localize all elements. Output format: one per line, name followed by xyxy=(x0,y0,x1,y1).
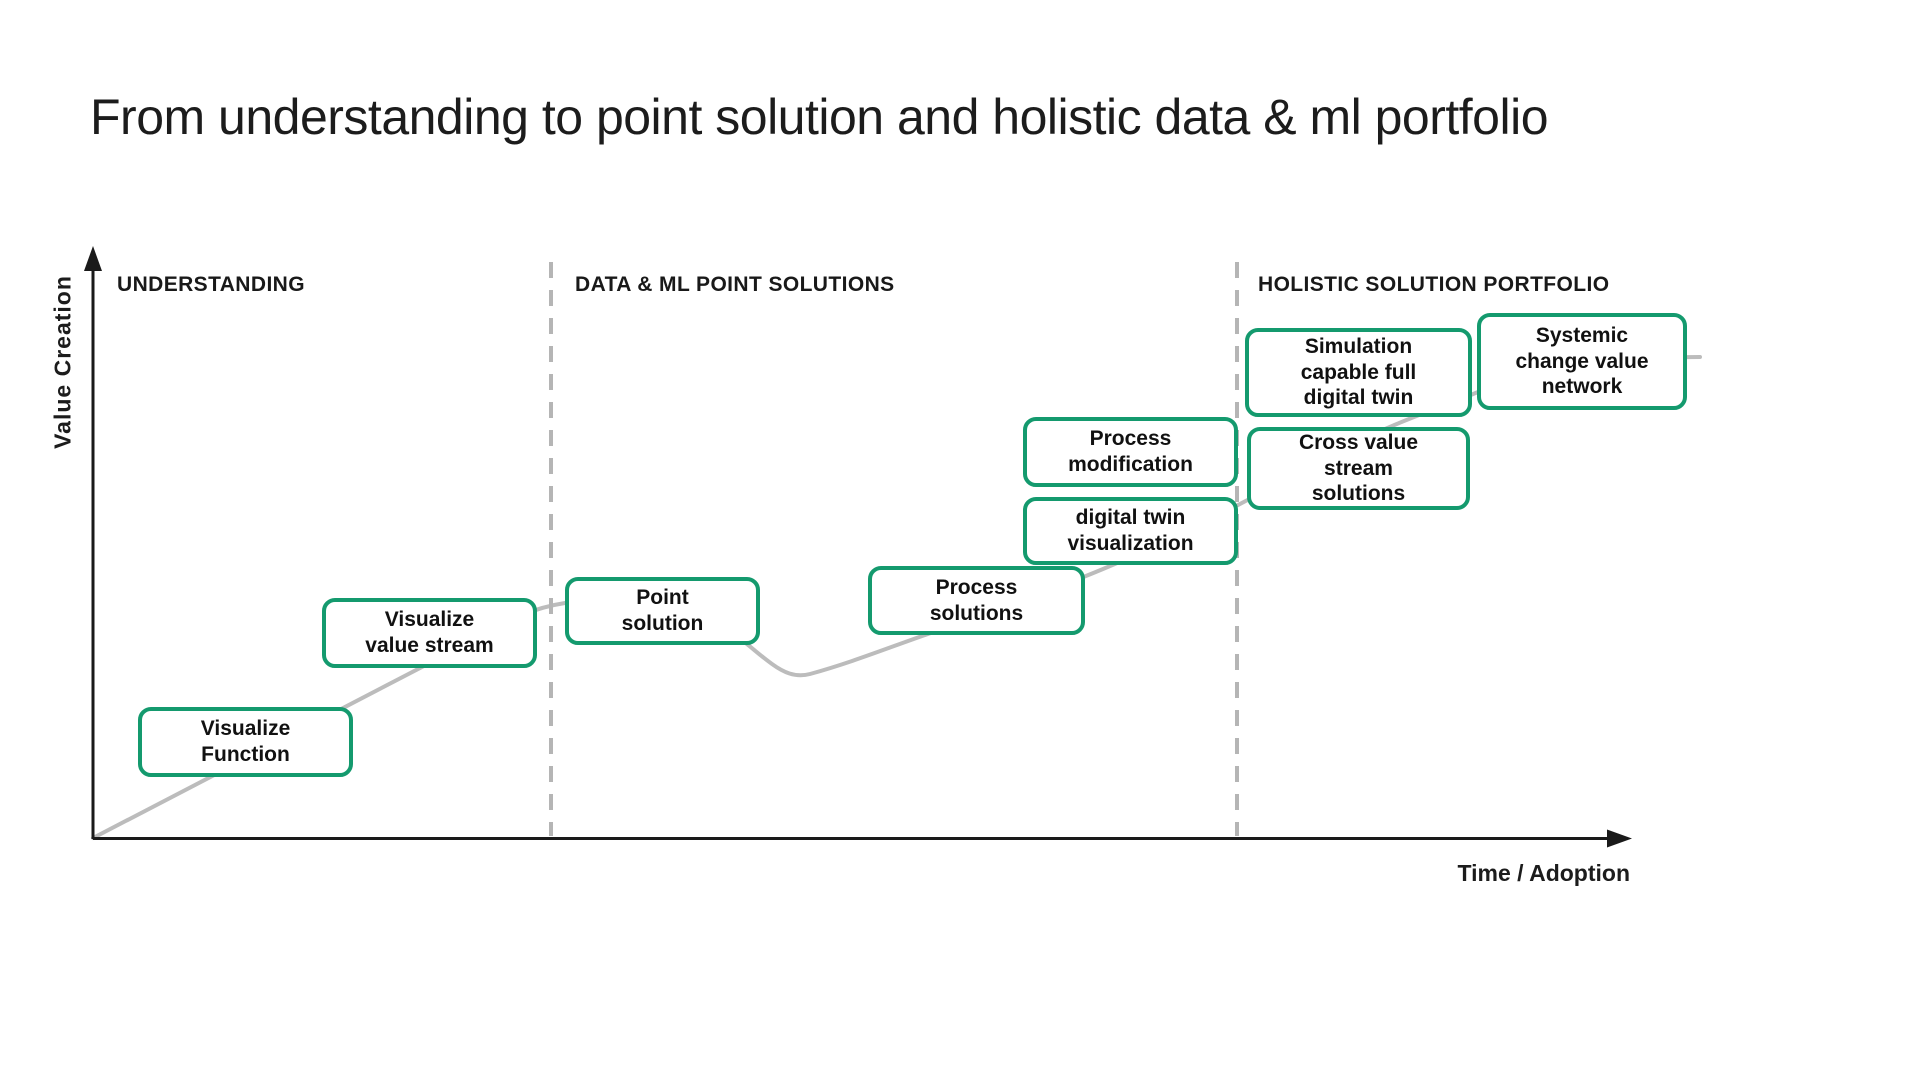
node-point-solution: Point solution xyxy=(565,577,760,645)
y-axis-arrow-icon xyxy=(84,246,102,271)
node-label: Visualize value stream xyxy=(365,608,494,657)
phase-header-understanding: UNDERSTANDING xyxy=(117,273,305,296)
phase-header-holistic-solution-portfolio: HOLISTIC SOLUTION PORTFOLIO xyxy=(1258,273,1610,296)
node-cross-value-stream-solutions: Cross value stream solutions xyxy=(1247,427,1470,510)
x-axis-label: Time / Adoption xyxy=(1457,860,1631,886)
node-label: Point solution xyxy=(621,586,704,635)
node-systemic-change-value-network: Systemic change value network xyxy=(1477,313,1687,410)
node-visualize-function: Visualize Function xyxy=(138,707,353,777)
node-digital-twin-visualization: digital twin visualization xyxy=(1023,497,1238,565)
page-title: From understanding to point solution and… xyxy=(90,89,1549,145)
x-axis-arrow-icon xyxy=(1607,829,1632,848)
node-visualize-value-stream: Visualize value stream xyxy=(322,598,537,668)
node-label: Process modification xyxy=(1068,427,1193,476)
phase-header-data-ml-point-solutions: DATA & ML POINT SOLUTIONS xyxy=(575,273,895,296)
node-label: digital twin visualization xyxy=(1067,506,1194,555)
node-label: Systemic change value network xyxy=(1515,324,1649,399)
node-label: Process solutions xyxy=(929,575,1024,625)
node-process-solutions: Process solutions xyxy=(868,566,1085,635)
node-label: Visualize Function xyxy=(200,717,291,766)
node-label: Simulation capable full digital twin xyxy=(1300,335,1417,410)
node-process-modification: Process modification xyxy=(1023,417,1238,487)
y-axis-label: Value Creation xyxy=(49,275,76,449)
node-label: Cross value stream solutions xyxy=(1298,431,1419,506)
node-simulation-capable-full-digital-twin: Simulation capable full digital twin xyxy=(1245,328,1472,417)
